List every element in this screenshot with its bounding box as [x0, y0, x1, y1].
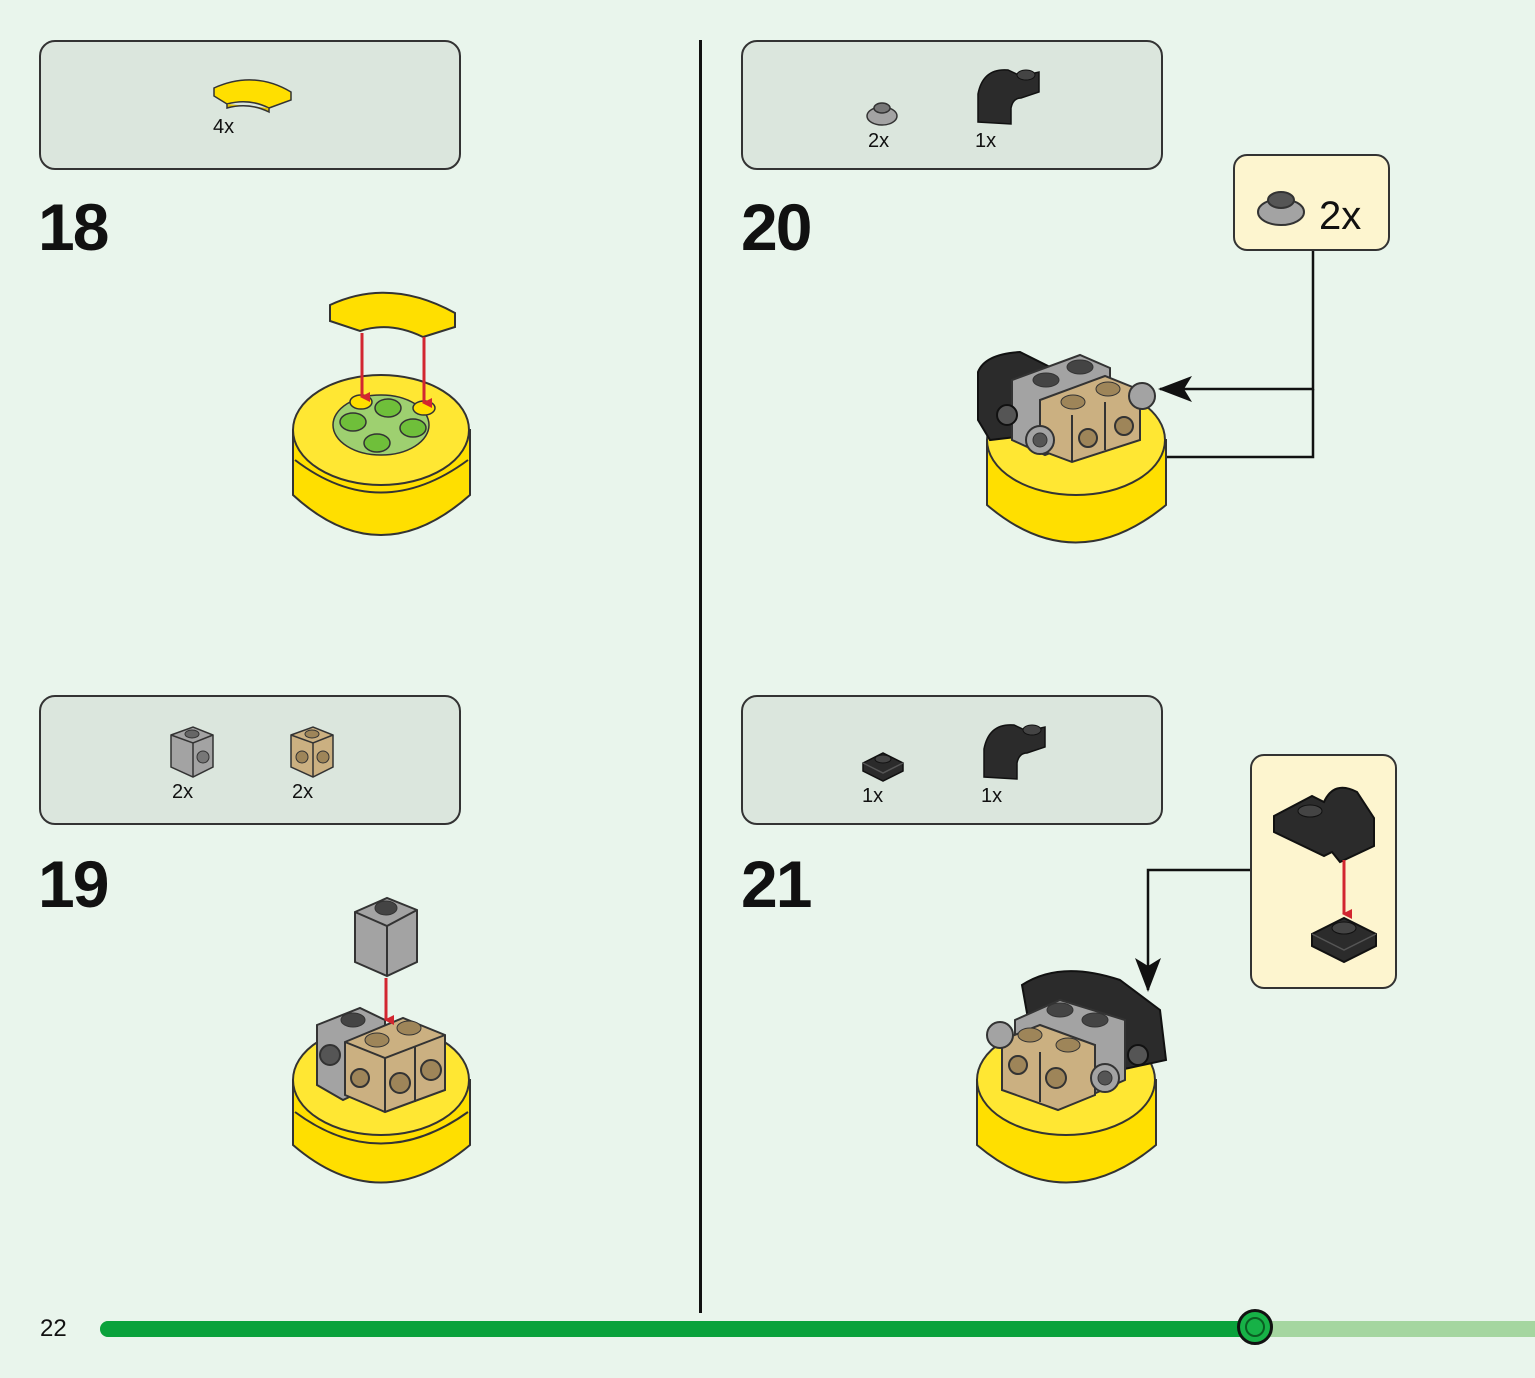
tan-brick-with-side-studs-icon [290, 726, 334, 778]
black-plate-icon [862, 752, 904, 782]
part-qty: 2x [172, 781, 194, 803]
step-18-assembly-illustration [292, 291, 471, 536]
page-number: 22 [40, 1315, 67, 1342]
progress-fill [100, 1321, 1256, 1337]
sub-assembly-callout-step-20: 2x [1233, 154, 1390, 251]
parts-list-step-19: 2x 2x [39, 695, 461, 825]
part-qty: 2x [868, 130, 890, 152]
part-qty: 1x [981, 785, 1003, 807]
gray-brick-with-side-studs-icon [170, 726, 214, 778]
part-qty: 2x [292, 781, 314, 803]
yellow-curved-tile-icon [213, 79, 292, 114]
step-number-19: 19 [38, 847, 109, 921]
gray-round-plate-icon [1257, 191, 1305, 226]
sub-assembly-callout-step-21 [1250, 754, 1397, 989]
part-qty: 4x [213, 116, 235, 138]
part-qty: 1x [975, 130, 997, 152]
progress-indicator [1237, 1309, 1274, 1345]
parts-list-step-20: 2x 1x [741, 40, 1163, 170]
column-divider [699, 40, 702, 1313]
step-number-20: 20 [741, 190, 812, 264]
step-19-assembly-illustration [292, 896, 471, 1184]
part-qty: 1x [862, 785, 884, 807]
step-number-18: 18 [38, 190, 109, 264]
callout-qty: 2x [1319, 194, 1362, 238]
gray-round-plate-icon [866, 102, 898, 126]
parts-list-step-21: 1x 1x [741, 695, 1163, 825]
step-number-21: 21 [741, 847, 812, 921]
black-curved-slope-icon [983, 724, 1046, 780]
parts-list-step-18: 4x [39, 40, 461, 170]
black-curved-slope-icon [977, 69, 1040, 125]
sub-assembly-illustration [1273, 786, 1377, 964]
